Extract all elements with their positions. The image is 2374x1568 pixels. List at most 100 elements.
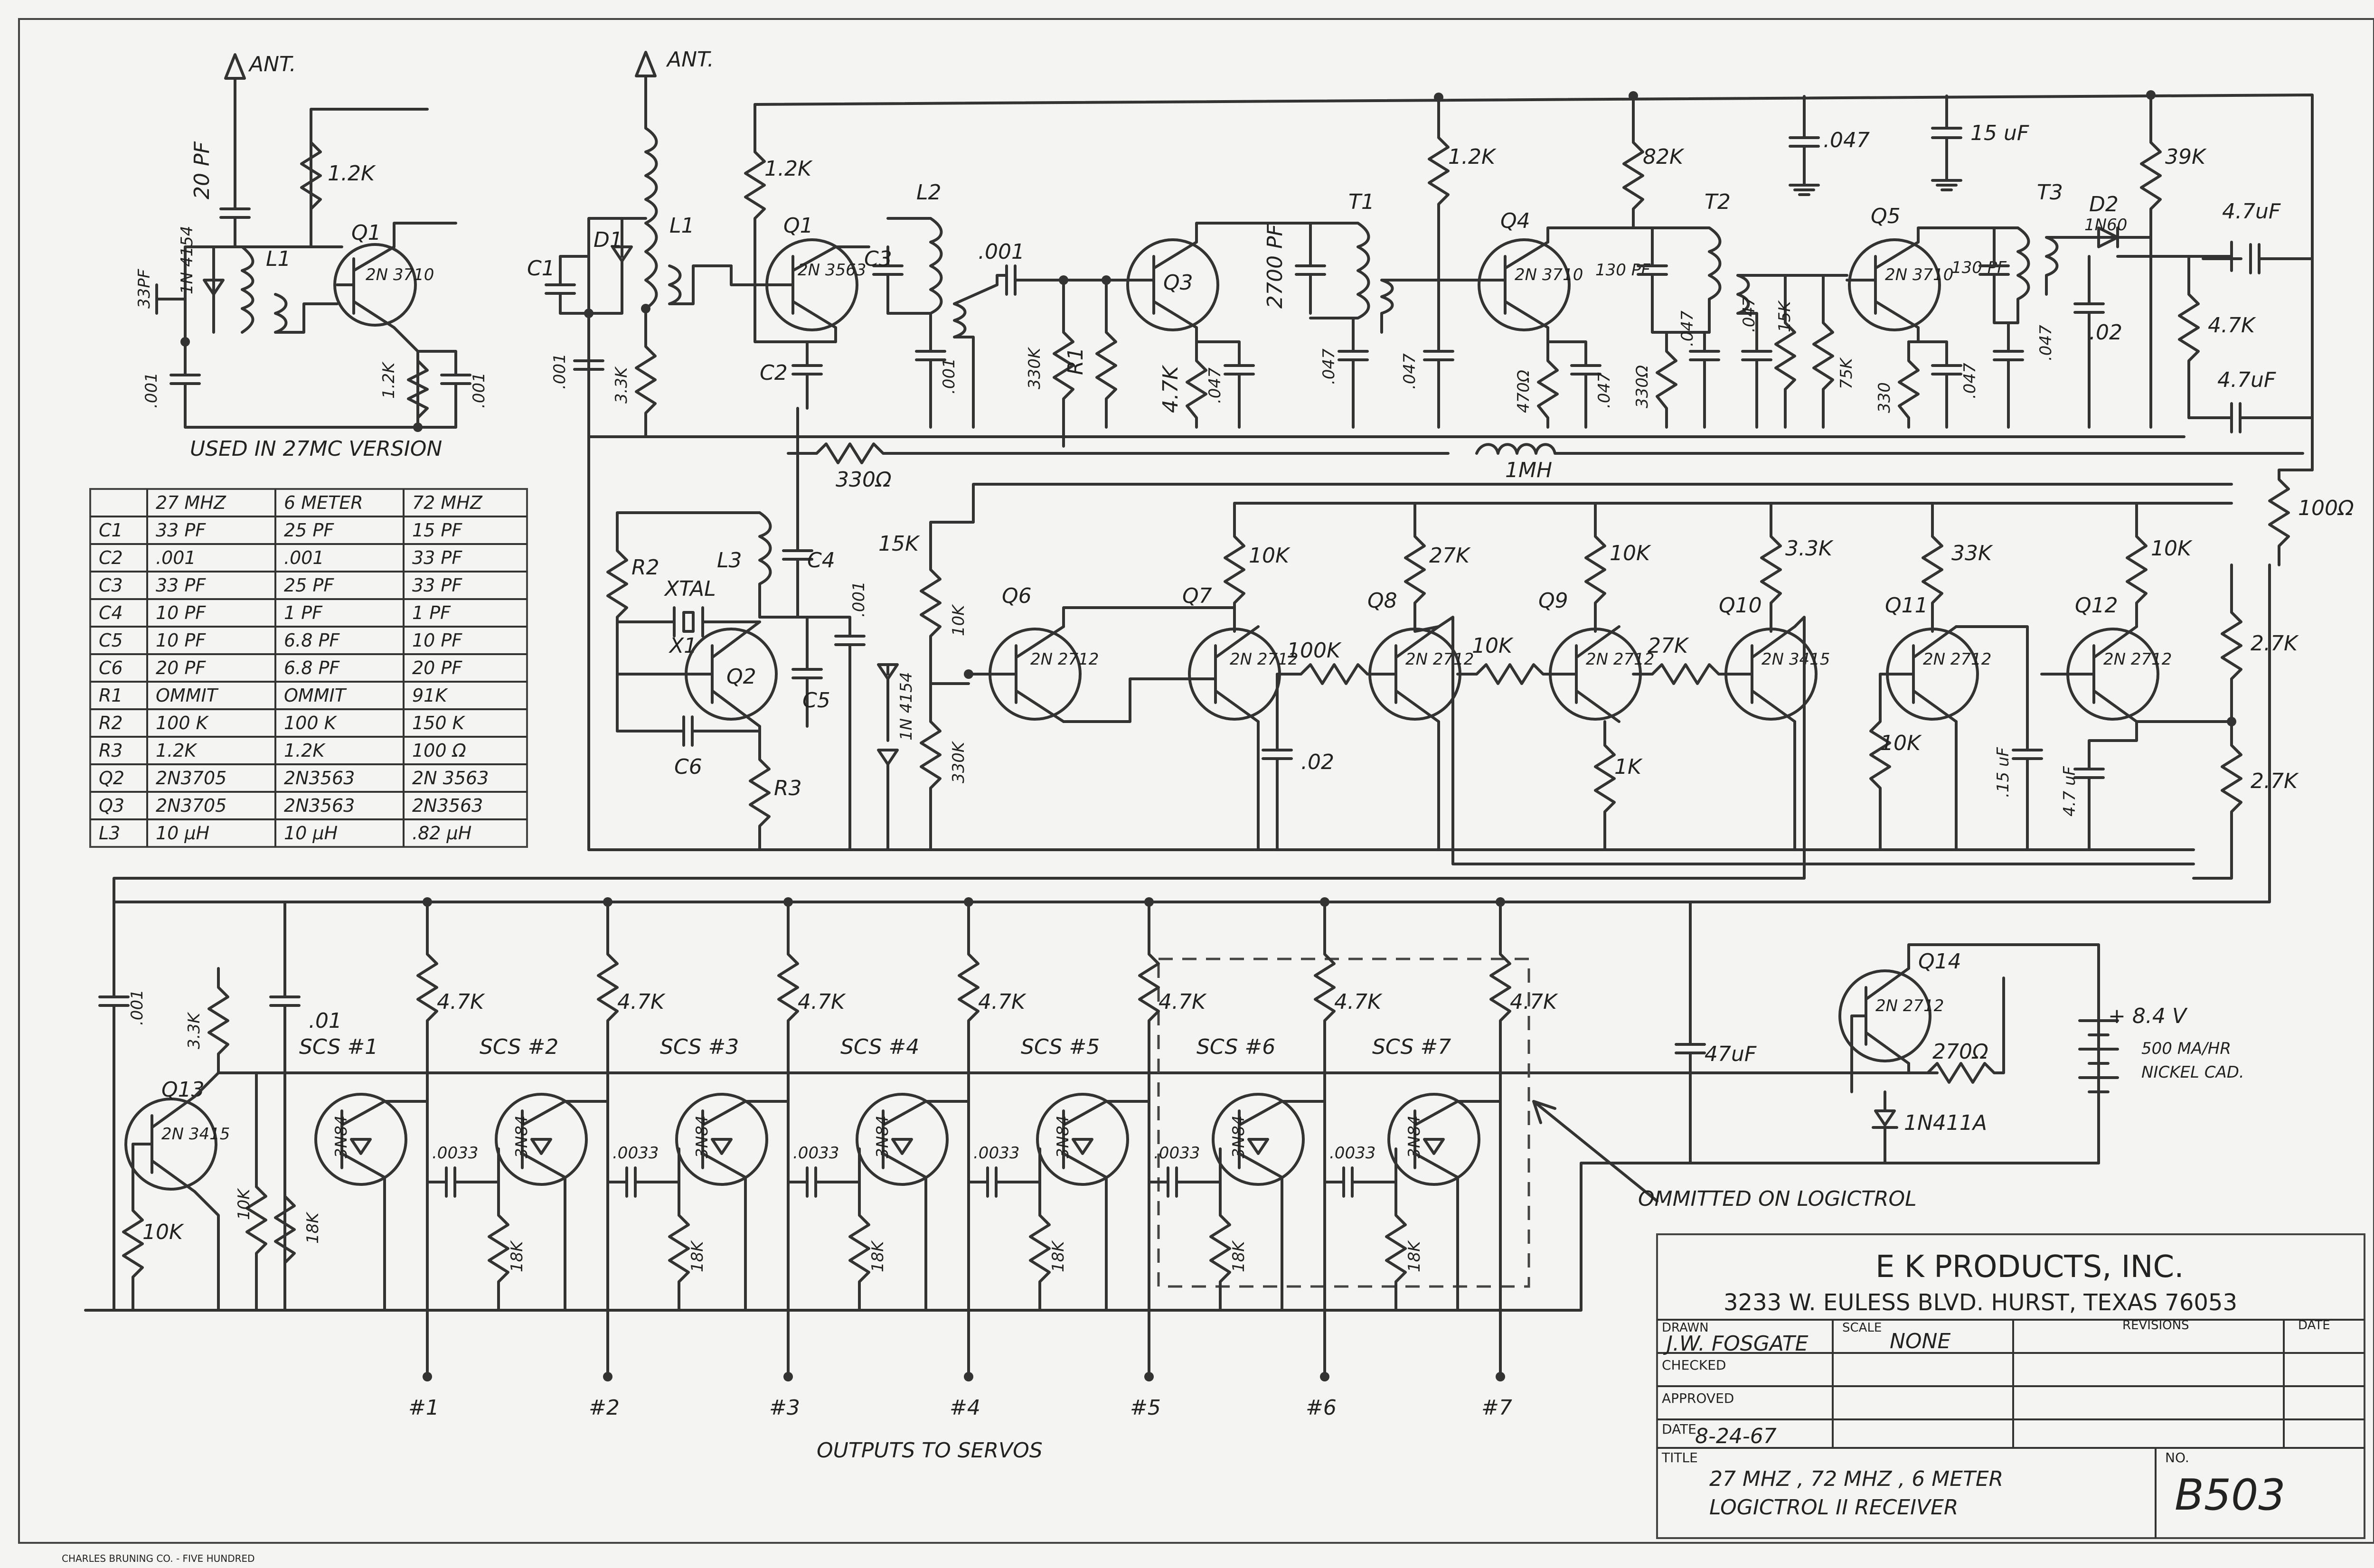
parts-table-cell: 33 PF bbox=[412, 575, 462, 596]
rf-c130a-label: 130 PF bbox=[1595, 261, 1650, 280]
scs-device bbox=[495, 1093, 588, 1186]
scs-gate-resistor-label: 18K bbox=[868, 1240, 887, 1272]
inset-q1-type: 2N 3710 bbox=[366, 265, 434, 284]
dec-q9-type: 2N 2712 bbox=[1586, 650, 1654, 669]
scs-device bbox=[856, 1093, 949, 1186]
parts-table-cell: Q3 bbox=[99, 795, 124, 816]
out-q13-transistor bbox=[124, 1098, 217, 1191]
scs-label: SCS #1 bbox=[299, 1035, 378, 1059]
parts-table-cell: 2N3705 bbox=[156, 768, 226, 789]
osc-r2-label: R2 bbox=[631, 555, 659, 580]
scs-label: SCS #7 bbox=[1372, 1035, 1451, 1059]
scs-gate-resistor-label: 18K bbox=[1229, 1240, 1248, 1272]
rf-c047h-label: .047 bbox=[2036, 325, 2055, 361]
tb-date-col-label: DATE bbox=[2298, 1318, 2330, 1333]
scs-anode-resistor-label: 4.7K bbox=[617, 990, 666, 1014]
scs-coupling-cap-label: .0033 bbox=[612, 1144, 659, 1163]
rf-c001c-label: .001 bbox=[940, 358, 959, 394]
tb-title-line1: 27 MHZ , 72 MHZ , 6 METER bbox=[1709, 1467, 2003, 1491]
rf-l1-label: L1 bbox=[669, 214, 695, 238]
rf-c2-label: C2 bbox=[760, 361, 788, 385]
rf-q4-label: Q4 bbox=[1500, 209, 1530, 233]
rf-c047c-label: .047 bbox=[1400, 353, 1419, 389]
dec-r1k-label: 1K bbox=[1614, 755, 1643, 779]
parts-table-cell: 20 PF bbox=[156, 657, 206, 678]
scs-anode-resistor-label: 4.7K bbox=[798, 990, 846, 1014]
scs-gate-resistor-label: 18K bbox=[688, 1240, 707, 1272]
rf-d2-type: 1N60 bbox=[2084, 216, 2127, 235]
rf-q5-type: 2N 3710 bbox=[1885, 265, 1953, 284]
tb-drawn-value: J.W. FOSGATE bbox=[1663, 1332, 1809, 1356]
dec-q7-type: 2N 2712 bbox=[1230, 650, 1298, 669]
rf-c001-label: .001 bbox=[550, 353, 569, 389]
pwr-batt-v-label: + 8.4 V bbox=[2108, 1004, 2188, 1028]
scs-coupling-cap-label: .0033 bbox=[793, 1144, 839, 1163]
parts-table-cell: 10 μH bbox=[156, 823, 209, 844]
osc-r330k-label: 330K bbox=[949, 741, 968, 783]
dec-q11-r-label: 33K bbox=[1951, 541, 1993, 565]
scs-type: 3N84 bbox=[873, 1116, 892, 1158]
pwr-batt-desc1: 500 MA/HR bbox=[2141, 1039, 2231, 1058]
decoder-section: Q6 2N 2712 Q7 2N 2712 10K 100K .02 Q8 2N… bbox=[113, 502, 2299, 903]
tb-company: E K PRODUCTS, INC. bbox=[1875, 1249, 2184, 1285]
parts-table-cell: 33 PF bbox=[156, 575, 206, 596]
scs-type: 3N84 bbox=[1054, 1116, 1073, 1158]
parts-table-cell: C5 bbox=[99, 630, 123, 651]
scs-device bbox=[1387, 1093, 1480, 1186]
rf-c02-label: .02 bbox=[2089, 320, 2122, 345]
pwr-batt-desc2: NICKEL CAD. bbox=[2141, 1063, 2244, 1082]
out-c001-label: .001 bbox=[128, 989, 147, 1025]
rf-c1-label: C1 bbox=[527, 256, 555, 281]
scs-anode-resistor-label: 4.7K bbox=[978, 990, 1027, 1014]
rf-t3-label: T3 bbox=[2037, 180, 2063, 205]
rf-c047g-label: .047 bbox=[1960, 363, 1979, 399]
pwr-r270-label: 270Ω bbox=[1932, 1040, 1988, 1064]
rf-c001b-label: .001 bbox=[978, 240, 1025, 264]
tb-checked-label: CHECKED bbox=[1662, 1357, 1726, 1373]
tb-title-label: TITLE bbox=[1661, 1450, 1698, 1465]
rf-c047f-label: .047 bbox=[1740, 296, 1759, 332]
rf-l1mh-label: 1MH bbox=[1505, 458, 1552, 482]
omitted-note: OMMITTED ON LOGICTROL bbox=[1638, 1187, 1917, 1211]
dec-r100k-label: 100K bbox=[1287, 638, 1342, 663]
sheet-border bbox=[18, 18, 2374, 1544]
parts-table-cell: 10 μH bbox=[284, 823, 338, 844]
dec-q7-label: Q7 bbox=[1182, 584, 1212, 608]
inset-c33-label: 33PF bbox=[135, 269, 154, 309]
parts-table-cell: 10 PF bbox=[156, 630, 206, 651]
servo-output-label: #5 bbox=[1130, 1396, 1161, 1420]
parts-table-cell: 100 K bbox=[156, 713, 209, 733]
parts-table-header: 72 MHZ bbox=[412, 492, 483, 513]
tb-scale-label: SCALE bbox=[1842, 1321, 1882, 1335]
rf-d1-label: D1 bbox=[594, 228, 623, 252]
rf-q1-label: Q1 bbox=[783, 214, 813, 238]
rf-c3-label: C3 bbox=[864, 247, 892, 271]
osc-r3-label: R3 bbox=[774, 776, 802, 800]
dec-c15uf-label: .15 uF bbox=[1994, 747, 2013, 798]
tb-address: 3233 W. EULESS BLVD. HURST, TEXAS 76053 bbox=[1724, 1289, 2237, 1316]
inset-ant-label: ANT. bbox=[248, 52, 296, 76]
dec-r27k-label: 27K bbox=[1648, 634, 1689, 658]
parts-table-cell: 15 PF bbox=[412, 520, 462, 541]
dec-q10-r-label: 3.3K bbox=[1785, 536, 1834, 561]
rf-c047e-label: .047 bbox=[1678, 310, 1697, 347]
parts-table-cell: 1 PF bbox=[284, 602, 323, 623]
dec-q8-type: 2N 2712 bbox=[1405, 650, 1474, 669]
oscillator-section: R2 XTAL X1 L3 C4 Q2 C5 C6 R3 .001 15K 10… bbox=[606, 483, 2233, 851]
rf-c047d-label: .047 bbox=[1595, 372, 1614, 408]
dec-q8-label: Q8 bbox=[1367, 589, 1397, 613]
rf-r100-label: 100Ω bbox=[2298, 496, 2354, 520]
inset-q1-transistor bbox=[333, 243, 417, 327]
inset-used-in-27mc-note: USED IN 27MC VERSION bbox=[190, 437, 442, 461]
osc-c4-label: C4 bbox=[807, 548, 835, 573]
parts-table-cell: L3 bbox=[99, 823, 120, 844]
scs-coupling-cap-label: .0033 bbox=[432, 1144, 478, 1163]
scs-anode-resistor-label: 4.7K bbox=[1334, 990, 1383, 1014]
dec-c47uf-label: 4.7 uF bbox=[2060, 766, 2079, 817]
dec-q12-type: 2N 2712 bbox=[2103, 650, 2172, 669]
rf-r1-label: R1 bbox=[1064, 347, 1088, 375]
inset-diode-label: 1N 4154 bbox=[178, 226, 197, 294]
rf-q4-transistor bbox=[1478, 238, 1571, 331]
tb-title-line2: LOGICTROL II RECEIVER bbox=[1709, 1495, 1958, 1520]
